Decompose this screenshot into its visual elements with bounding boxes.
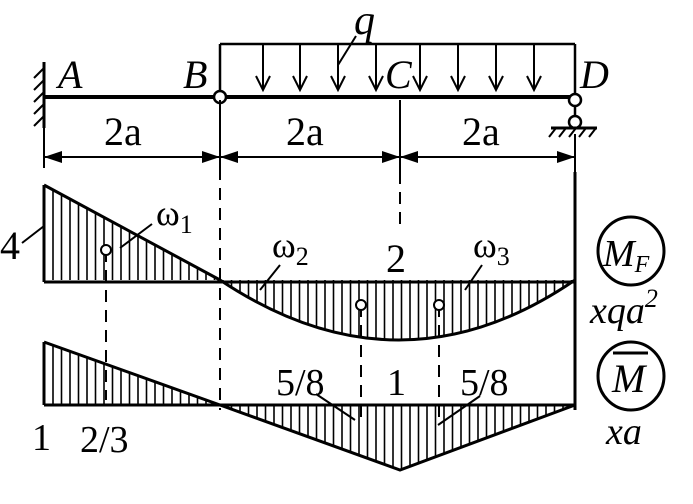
mbar-ordinate-5-8-left: 5/8 [276, 362, 325, 404]
mbar-badge: M [596, 340, 666, 412]
point-label-D: D [579, 52, 609, 97]
mbar-ordinate-two-thirds: 2/3 [80, 419, 129, 461]
dimension-lines [43, 100, 576, 172]
roller-support-D [548, 92, 597, 138]
point-label-A: A [55, 52, 83, 97]
svg-text:M: M [611, 356, 648, 401]
mf-badge: MF [596, 215, 666, 287]
point-label-B: B [183, 52, 207, 97]
span-label-AB: 2a [104, 109, 142, 154]
mbar-ordinate-center: 1 [387, 362, 406, 404]
span-label-CD: 2a [462, 109, 500, 154]
distributed-load [218, 35, 577, 97]
span-label-BC: 2a [286, 109, 324, 154]
fixed-support-A [33, 62, 46, 128]
svg-text:MF: MF [602, 233, 650, 278]
mf-ordinate-left: 4 [0, 223, 20, 268]
omega2-label: ω2 [272, 225, 309, 271]
mf-ordinate-mid: 2 [386, 236, 406, 281]
mf-unit-label: xqa2 [589, 284, 658, 332]
mbar-unit-label: xa [605, 411, 642, 453]
load-label-q: q [354, 0, 375, 44]
point-label-C: C [385, 52, 413, 97]
mbar-ordinate-5-8-right: 5/8 [460, 362, 509, 404]
omega3-label: ω3 [473, 225, 510, 271]
omega1-label: ω1 [156, 193, 193, 239]
mbar-ordinate-left: 1 [32, 417, 51, 459]
